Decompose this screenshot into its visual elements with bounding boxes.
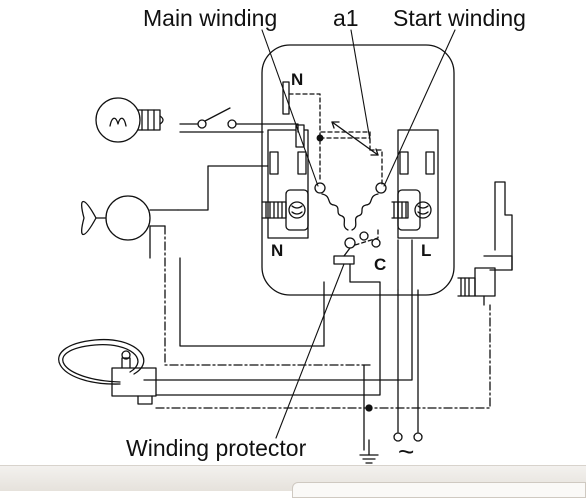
- bottom-scroll-field[interactable]: [292, 482, 586, 498]
- terminal-c-label: C: [374, 255, 387, 274]
- junction-a1: [316, 134, 324, 142]
- compressor-housing: [261, 44, 455, 296]
- label-a1: a1: [333, 5, 359, 31]
- relay-arrow: [331, 121, 379, 156]
- thermostat-icon: [58, 338, 157, 405]
- main-winding-coil: [314, 182, 349, 231]
- ground-icon: [359, 439, 379, 464]
- left-terminal-block: [261, 124, 309, 239]
- supply-terminal-left: [393, 432, 403, 442]
- leader-lines: [261, 29, 456, 439]
- terminal-n-top-label: N: [291, 70, 304, 89]
- lamp-icon: [95, 97, 164, 143]
- wire-junction: [365, 404, 373, 412]
- label-winding-protector: Winding protector: [126, 435, 307, 461]
- switch-icon: [179, 107, 299, 133]
- terminal-n-bottom-label: N: [271, 241, 284, 260]
- relay-clip-icon: [457, 181, 513, 306]
- terminal-l-label: L: [421, 241, 432, 260]
- fan-motor-icon: [81, 195, 179, 241]
- label-main-winding: Main winding: [143, 5, 278, 31]
- start-winding-coil: [351, 182, 387, 231]
- wiring-lines: [149, 131, 491, 451]
- right-terminal-block: [391, 129, 439, 239]
- label-start-winding: Start winding: [393, 5, 526, 31]
- supply-terminal-right: [413, 432, 423, 442]
- ac-source-icon: ~: [398, 436, 415, 467]
